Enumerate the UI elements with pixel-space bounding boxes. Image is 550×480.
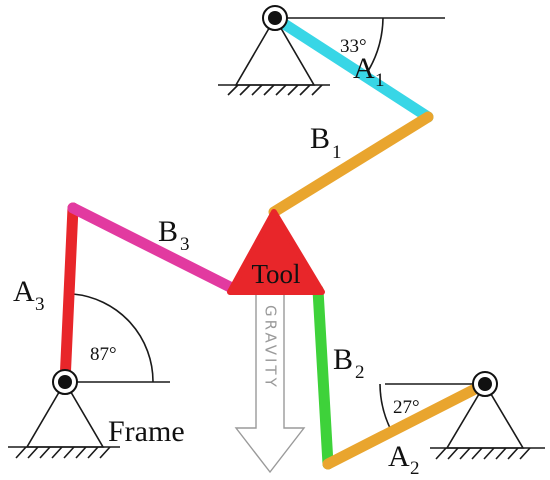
label-b3: B 3	[158, 215, 190, 255]
link-a2	[322, 378, 491, 470]
link-b2	[312, 284, 334, 470]
label-b2-sub: 2	[355, 362, 365, 383]
label-b2: B 2	[333, 343, 365, 383]
label-a1-sub: 1	[375, 70, 385, 91]
angle-arc-right	[379, 383, 393, 433]
right-ground-hatch	[435, 447, 531, 460]
label-a1: A 1	[353, 52, 385, 91]
angle-label-right: 27°	[393, 397, 420, 418]
top-support	[218, 16, 445, 96]
label-a3: A 3	[13, 275, 45, 315]
gravity-arrow: GRAVITY	[234, 291, 306, 474]
top-ground-hatch	[227, 84, 323, 96]
tool-label: Tool	[251, 259, 300, 289]
right-support	[385, 382, 545, 460]
label-b1-sub: 1	[332, 142, 342, 163]
left-support	[8, 380, 170, 459]
angle-label-top: 33°	[340, 36, 367, 57]
frame-label: Frame	[108, 415, 185, 448]
angle-arc-left	[72, 293, 154, 383]
label-b2-letter: B	[333, 343, 353, 376]
label-a3-sub: 3	[35, 294, 45, 315]
joint-right	[472, 371, 498, 397]
label-a3-letter: A	[13, 275, 35, 308]
label-a2-sub: 2	[410, 458, 420, 479]
angle-label-left: 87°	[90, 344, 117, 365]
label-b1-letter: B	[310, 122, 330, 155]
gravity-label: GRAVITY	[262, 305, 280, 390]
label-b1: B 1	[310, 122, 342, 163]
label-b3-letter: B	[158, 215, 178, 248]
left-ground-hatch	[15, 446, 111, 459]
link-a1	[269, 12, 434, 123]
tool-triangle	[227, 209, 325, 295]
joint-left	[52, 369, 78, 395]
link-a3	[59, 202, 79, 388]
joint-top	[262, 5, 288, 31]
label-a2-letter: A	[388, 440, 410, 473]
link-b1	[268, 111, 434, 218]
label-a2: A 2	[388, 440, 420, 479]
link-b3	[67, 202, 236, 293]
label-b3-sub: 3	[180, 234, 190, 255]
label-a1-letter: A	[353, 52, 375, 85]
